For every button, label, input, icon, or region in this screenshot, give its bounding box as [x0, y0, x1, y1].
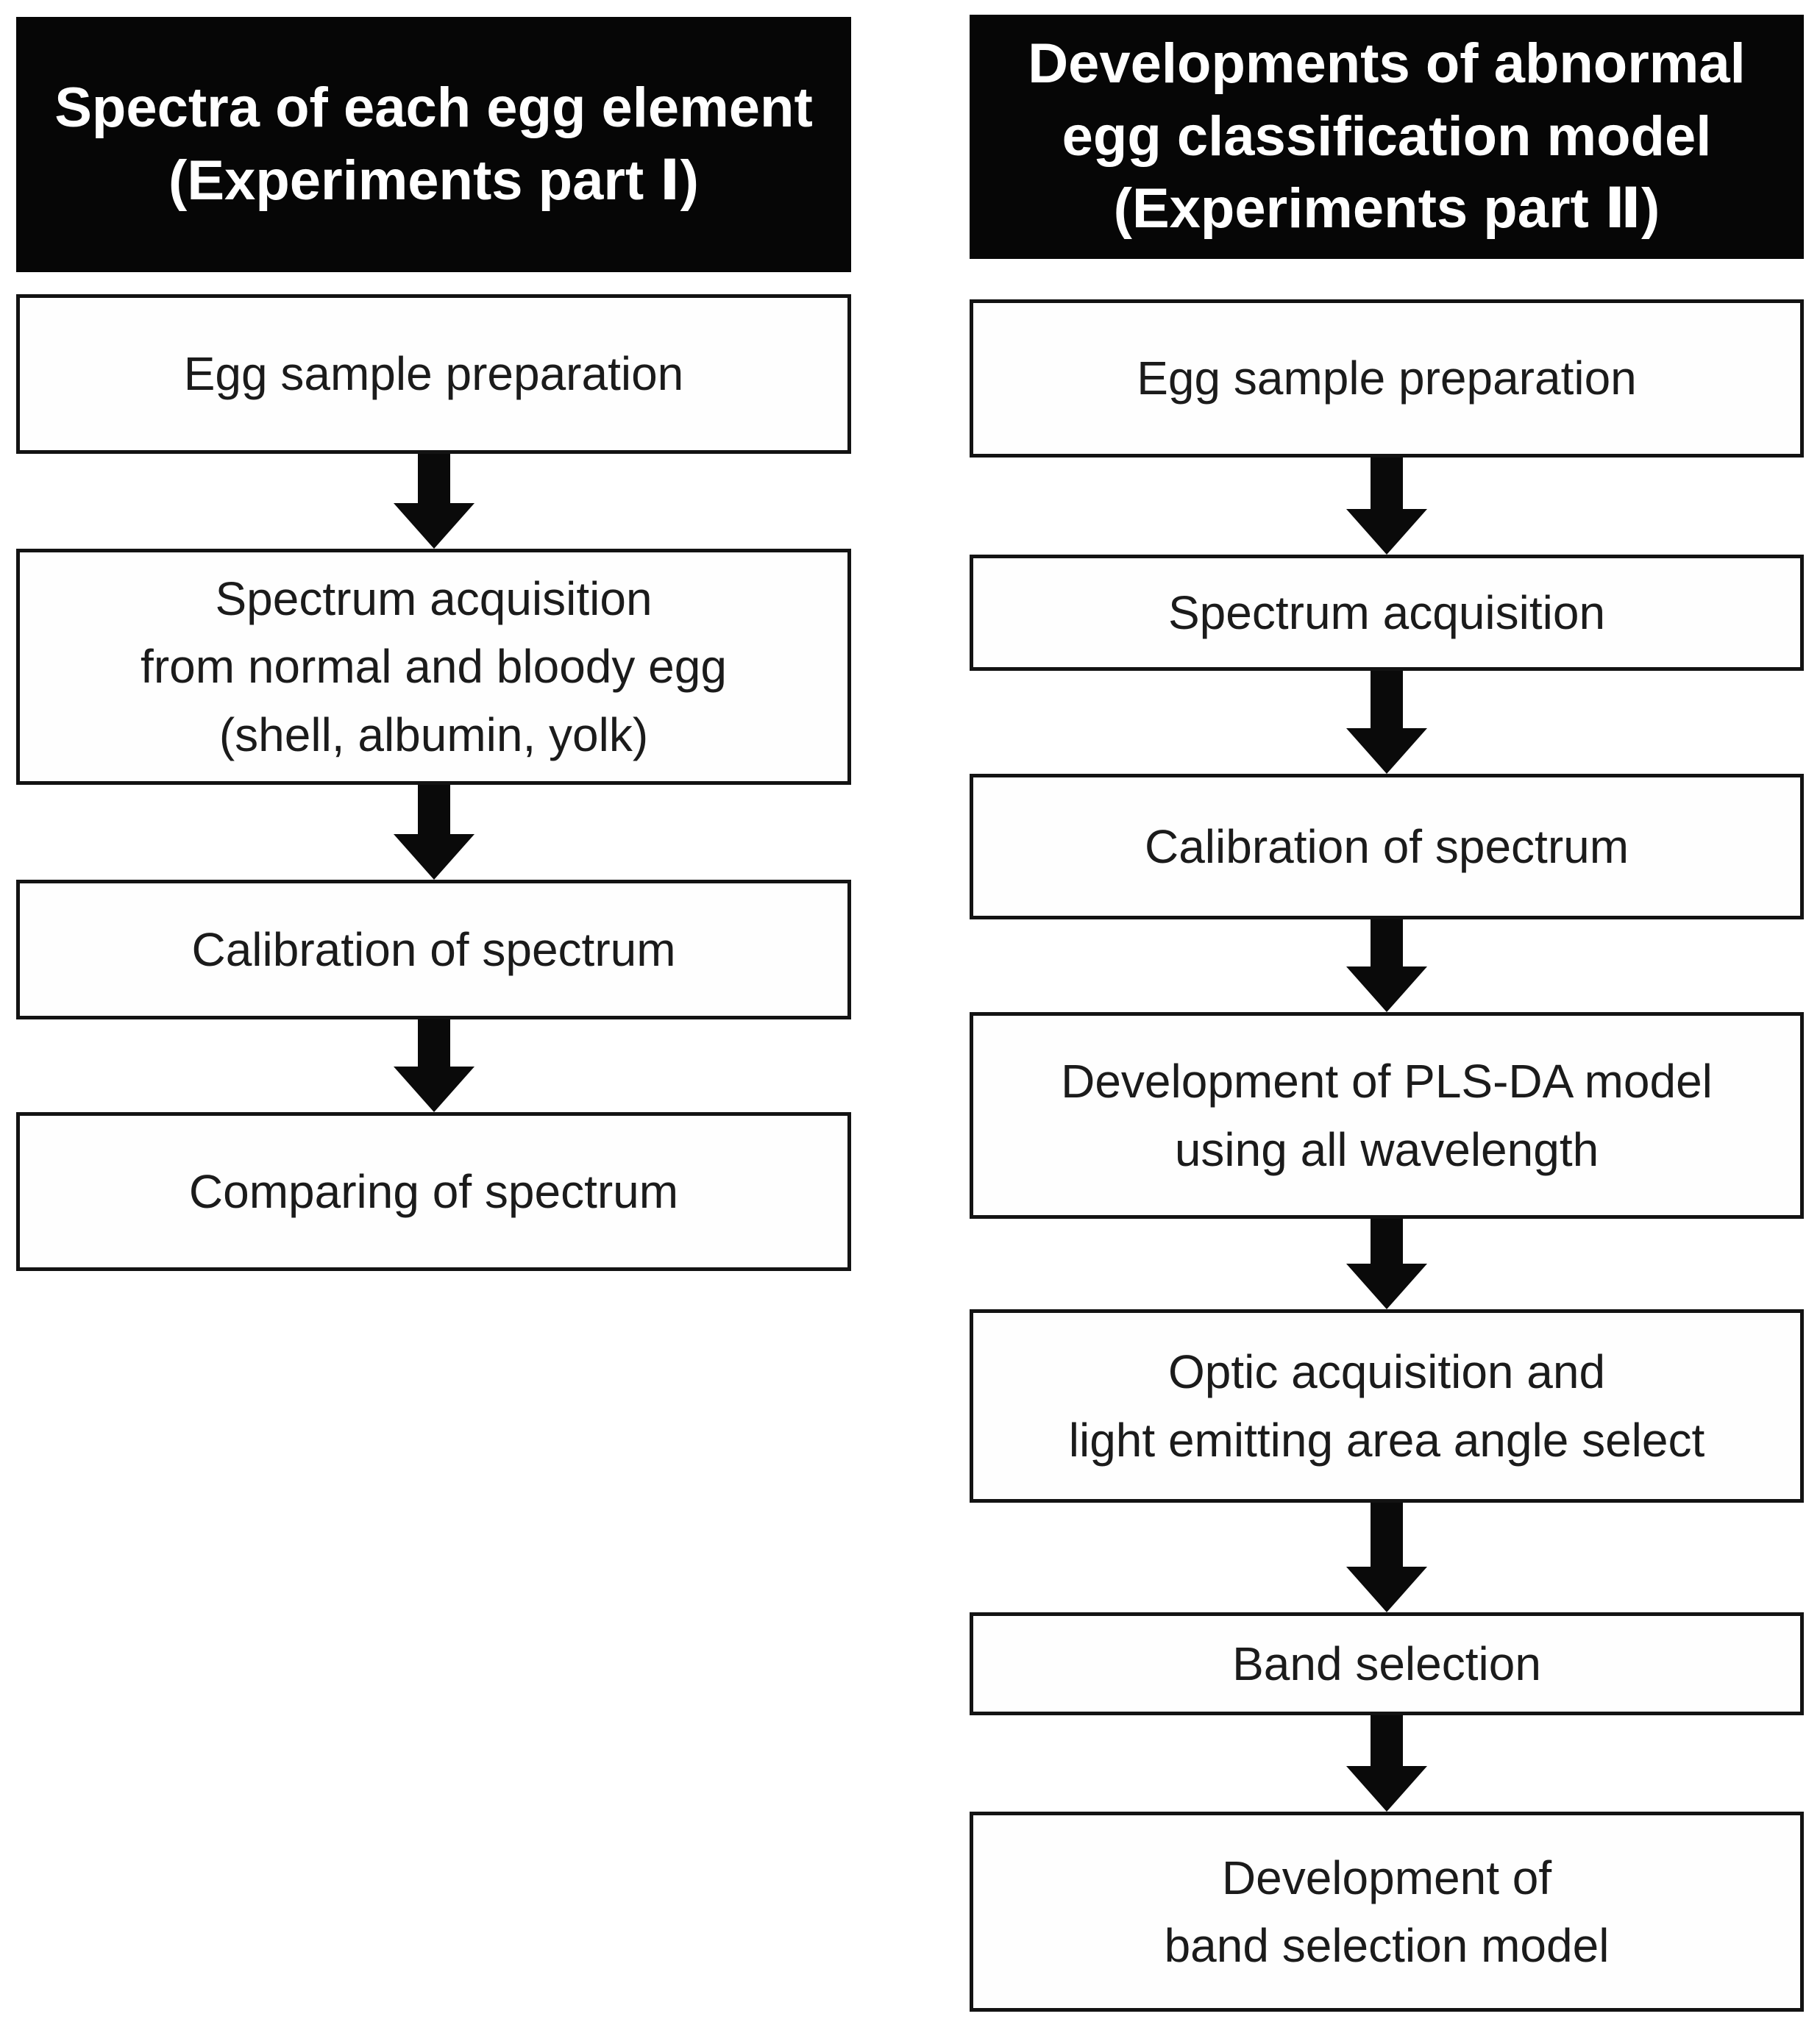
down-arrow: [970, 671, 1804, 774]
flow-step-egg-sample-preparation: Egg sample preparation: [970, 299, 1804, 458]
flow-step-spectrum-acquisition: Spectrum acquisition: [970, 555, 1804, 671]
arrow-stem: [1371, 919, 1403, 966]
down-arrow: [970, 919, 1804, 1012]
arrow-stem: [1371, 1715, 1403, 1766]
arrow-head-icon: [1346, 728, 1427, 774]
flow-step-calibration-of-spectrum: Calibration of spectrum: [16, 880, 851, 1019]
flow-step-optic-acquisition-angle-select: Optic acquisition and light emitting are…: [970, 1309, 1804, 1503]
arrow-stem: [1371, 458, 1403, 509]
flow-step-development-pls-da-model: Development of PLS-DA model using all wa…: [970, 1012, 1804, 1219]
flow-step-calibration-of-spectrum: Calibration of spectrum: [970, 774, 1804, 919]
flow-step-development-band-selection-model: Development of band selection model: [970, 1812, 1804, 2012]
arrow-head-icon: [1346, 1567, 1427, 1612]
down-arrow: [16, 1019, 851, 1112]
arrow-stem: [1371, 1503, 1403, 1567]
arrow-stem: [417, 1019, 450, 1067]
arrow-stem: [1371, 1219, 1403, 1264]
column-header-experiments-part-2: Developments of abnormal egg classificat…: [970, 15, 1804, 259]
down-arrow: [970, 458, 1804, 555]
arrow-head-icon: [1346, 509, 1427, 555]
arrow-head-icon: [1346, 966, 1427, 1012]
down-arrow: [970, 1219, 1804, 1309]
down-arrow: [970, 1503, 1804, 1612]
flow-column-experiments-part-2: Developments of abnormal egg classificat…: [970, 0, 1804, 2022]
arrow-stem: [1371, 671, 1403, 728]
flow-column-experiments-part-1: Spectra of each egg element (Experiments…: [16, 0, 851, 2022]
flow-step-band-selection: Band selection: [970, 1612, 1804, 1715]
arrow-head-icon: [393, 503, 474, 549]
down-arrow: [16, 454, 851, 549]
arrow-head-icon: [393, 1067, 474, 1112]
arrow-stem: [417, 785, 450, 834]
flow-step-comparing-of-spectrum: Comparing of spectrum: [16, 1112, 851, 1271]
down-arrow: [970, 1715, 1804, 1812]
column-header-experiments-part-1: Spectra of each egg element (Experiments…: [16, 17, 851, 272]
flow-step-egg-sample-preparation: Egg sample preparation: [16, 294, 851, 454]
arrow-head-icon: [1346, 1264, 1427, 1309]
flow-step-spectrum-acquisition-normal-bloody: Spectrum acquisition from normal and blo…: [16, 549, 851, 785]
arrow-head-icon: [1346, 1766, 1427, 1812]
down-arrow: [16, 785, 851, 880]
arrow-head-icon: [393, 834, 474, 880]
arrow-stem: [417, 454, 450, 503]
